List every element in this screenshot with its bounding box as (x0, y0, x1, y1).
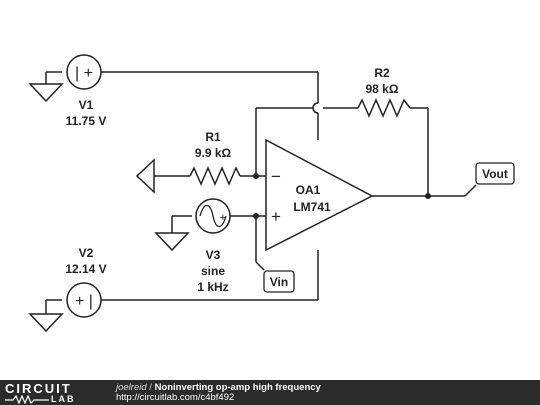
opamp-oa1-symbol (265, 138, 374, 252)
junction-dot-noninverting (253, 213, 259, 219)
v2-value-label: 12.14 V (65, 262, 106, 276)
logo-wave-icon (5, 395, 49, 404)
footer-url[interactable]: http://circuitlab.com/c4bf492 (116, 392, 235, 403)
logo-top-text: CIRCUIT (5, 381, 72, 396)
r2-value-label: 98 kΩ (366, 82, 399, 96)
v2-ground-symbol (28, 299, 64, 333)
r1-value-label: 9.9 kΩ (195, 146, 232, 160)
r1-name-label: R1 (205, 130, 221, 144)
v3-source-symbol (195, 198, 266, 234)
v1-name-label: V1 (79, 98, 94, 112)
v1-value-label: 11.75 V (66, 114, 107, 128)
circuitlab-logo[interactable]: CIRCUIT LAB (5, 382, 109, 404)
wire-v2-net (101, 250, 319, 301)
footer-title-line: joelreid / Noninverting op-amp high freq… (116, 383, 321, 393)
opamp-minus-mark: − (271, 167, 281, 186)
wire-v1-net (101, 71, 319, 140)
footer-bar: CIRCUIT LAB joelreid / Noninverting op-a… (0, 380, 540, 405)
r2-name-label: R2 (374, 66, 390, 80)
v3-plus-mark: + (220, 212, 226, 224)
wire-output (372, 184, 477, 197)
v1-polarity-mark: | + (75, 65, 93, 82)
v3-freq-label: 1 kHz (197, 280, 228, 294)
footer-author[interactable]: joelreid (116, 382, 147, 393)
opamp-part-label: LM741 (293, 200, 331, 214)
schematic-canvas: | + + | + − + V1 11.75 V R2 98 kΩ R1 9.9… (28, 54, 515, 333)
logo-bottom-text: LAB (51, 394, 76, 404)
v3-type-label: sine (201, 264, 225, 278)
junction-dot-output (425, 193, 431, 199)
footer-separator: / (146, 382, 155, 393)
wire-vin (255, 216, 265, 271)
junction-dot-inverting (253, 173, 259, 179)
r2-resistor-symbol (357, 98, 411, 118)
opamp-name-label: OA1 (296, 183, 321, 197)
footer-title[interactable]: Noninverting op-amp high frequency (154, 382, 321, 393)
vin-label-text: Vin (270, 275, 288, 289)
v2-polarity-mark: + | (75, 293, 93, 310)
v1-ground-symbol (28, 71, 64, 103)
r1-ground-symbol (135, 158, 190, 194)
vout-net-label[interactable]: Vout (475, 162, 515, 185)
v2-name-label: V2 (79, 246, 94, 260)
wire-feedback (255, 107, 429, 196)
v3-ground-symbol (154, 215, 192, 252)
vout-label-text: Vout (482, 167, 508, 181)
v3-name-label: V3 (206, 248, 221, 262)
opamp-plus-mark: + (271, 207, 281, 226)
vin-net-label[interactable]: Vin (263, 270, 295, 293)
